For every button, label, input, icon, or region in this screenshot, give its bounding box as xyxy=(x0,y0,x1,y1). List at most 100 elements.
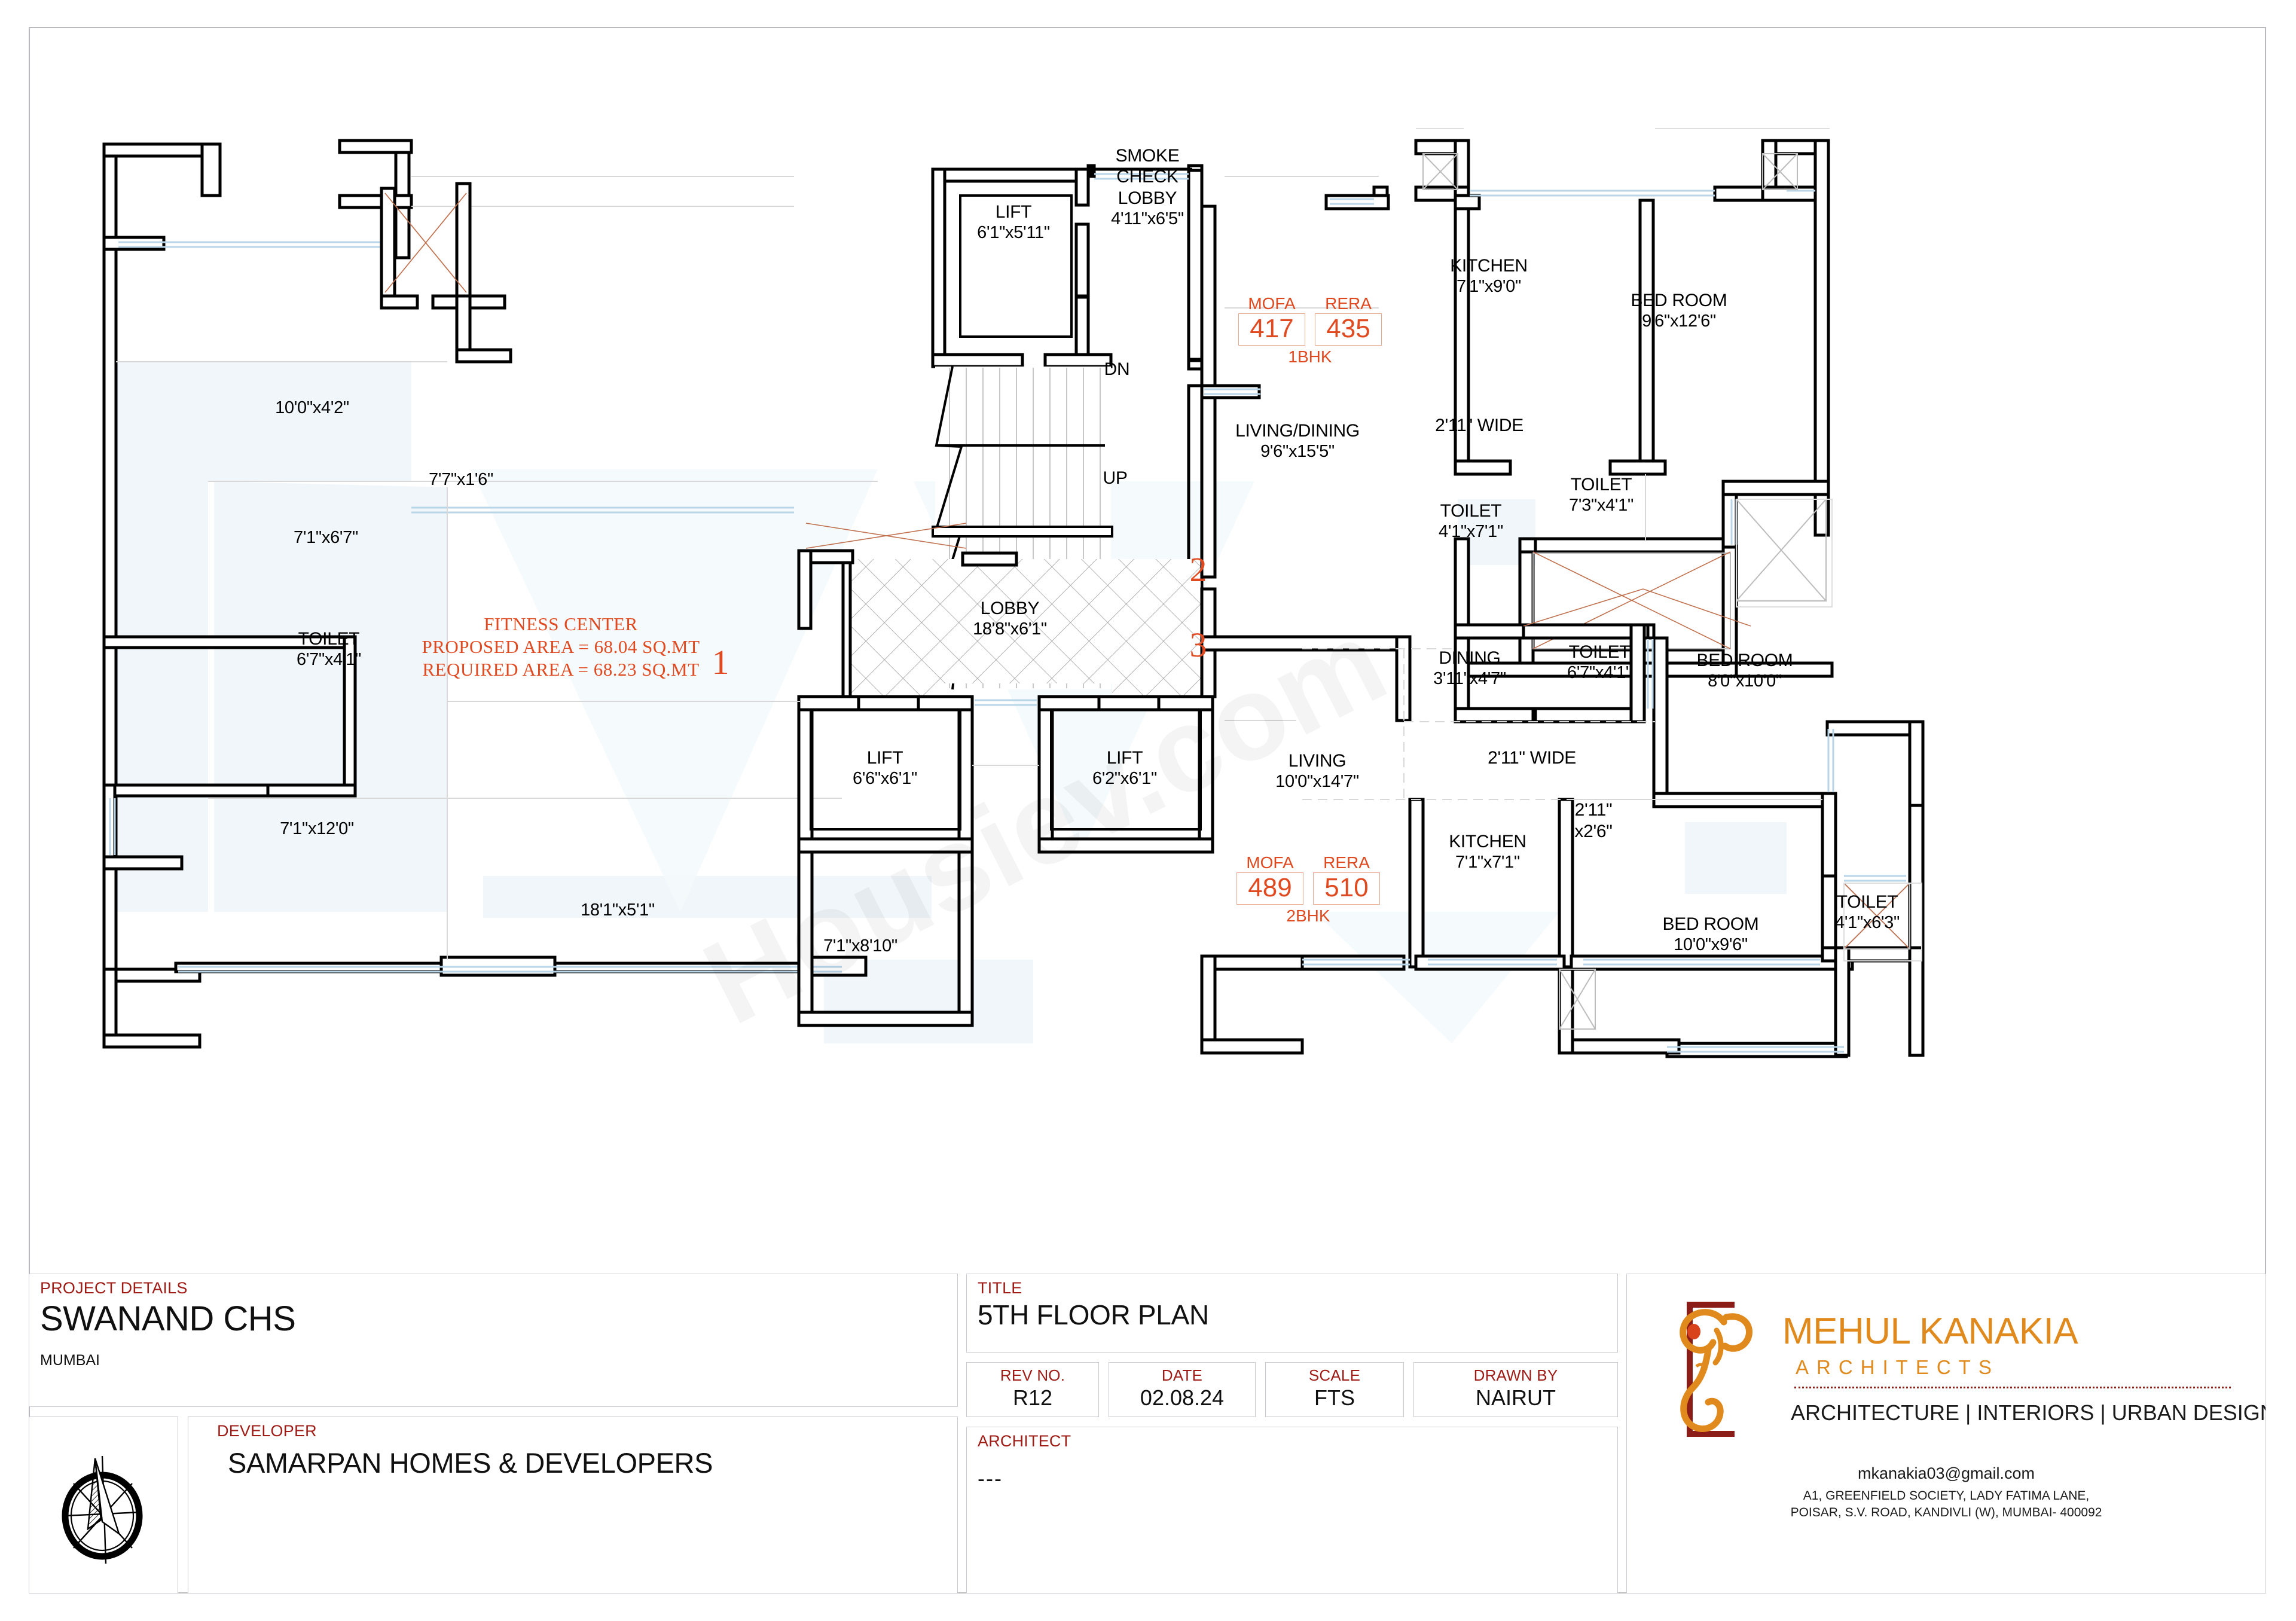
room-name: BED ROOM xyxy=(1631,291,1727,310)
room-name: BED ROOM xyxy=(1662,914,1759,934)
room-label-toilet: TOILET 6'7"x4'1" xyxy=(297,628,361,670)
room-name-line2: CHECK xyxy=(1116,167,1178,187)
note-text: x2'6" xyxy=(1574,822,1613,841)
room-name-line3: LOBBY xyxy=(1118,188,1177,208)
room-label-lift: LIFT 6'2"x6'1" xyxy=(1092,747,1157,789)
scale-box: SCALE FTS xyxy=(1265,1362,1404,1417)
room-dimension: 18'1"x5'1" xyxy=(581,900,655,920)
note-text: 2'11" xyxy=(1574,800,1613,820)
room-label-lift: LIFT 6'1"x5'11" xyxy=(977,202,1050,243)
mofa-cell: MOFA 417 xyxy=(1238,294,1305,346)
drawn-by-caption: DRAWN BY xyxy=(1473,1366,1558,1384)
floor-plan-geometry xyxy=(102,128,1925,1058)
room-label-toilet: TOILET 4'1"x7'1" xyxy=(1439,500,1503,542)
room-name: DINING xyxy=(1439,648,1501,668)
room-name: LIFT xyxy=(866,748,903,768)
room-dimension: 10'0"x4'2" xyxy=(275,398,349,417)
note-text: 2'11" WIDE xyxy=(1435,416,1523,435)
title-block: PROJECT DETAILS SWANAND CHS MUMBAI xyxy=(29,1274,2266,1593)
room-dimension: 7'1"x6'7" xyxy=(294,528,358,547)
architect-box: ARCHITECT --- xyxy=(966,1427,1618,1593)
scale-caption: SCALE xyxy=(1308,1366,1361,1384)
project-name: SWANAND CHS xyxy=(40,1299,296,1338)
room-name: TOILET xyxy=(298,629,360,649)
carpet-area-badge-2bhk: MOFA 489 RERA 510 2BHK xyxy=(1236,853,1380,926)
room-label-dining: DINING 3'11"x4'7" xyxy=(1433,648,1506,689)
revision-box: REV NO. R12 xyxy=(966,1362,1099,1417)
title-block-left-column: PROJECT DETAILS SWANAND CHS MUMBAI xyxy=(29,1274,958,1593)
mofa-cell: MOFA 489 xyxy=(1236,853,1303,905)
room-dimension: 7'1"x7'1" xyxy=(1455,853,1520,872)
drawn-by-box: DRAWN BY NAIRUT xyxy=(1413,1362,1618,1417)
room-label-lift: LIFT 6'6"x6'1" xyxy=(853,747,917,789)
niche-dimension-note: x2'6" xyxy=(1574,821,1613,842)
room-label-kitchen: KITCHEN 7'1"x7'1" xyxy=(1449,831,1526,873)
room-name: LIFT xyxy=(1106,748,1143,768)
room-dimension: 6'1"x5'11" xyxy=(977,223,1050,243)
room-name: TOILET xyxy=(1440,501,1502,521)
room-dimension: 3'11"x4'7" xyxy=(1433,669,1506,689)
rera-value: 510 xyxy=(1313,872,1380,905)
room-dimension: 7'7"x1'6" xyxy=(429,470,493,489)
developer-caption: DEVELOPER xyxy=(217,1422,317,1440)
room-dimension: 4'1"x6'3" xyxy=(1835,913,1900,933)
rera-label: RERA xyxy=(1323,853,1370,872)
plan-marker-3: 3 xyxy=(1189,625,1207,664)
room-label-bedroom: BED ROOM 10'0"x9'6" xyxy=(1663,914,1759,955)
title-block-right-column: MEHUL KANAKIA ARCHITECTS ARCHITECTURE | … xyxy=(1626,1274,2266,1593)
plan-marker-1: 1 xyxy=(712,643,729,682)
room-name: LOBBY xyxy=(980,599,1040,618)
date-caption: DATE xyxy=(1161,1366,1203,1384)
architect-caption: ARCHITECT xyxy=(978,1432,1071,1450)
room-dimension: 7'1"x9'0" xyxy=(1457,277,1521,297)
mofa-value: 417 xyxy=(1238,313,1305,346)
stair-note-dn: DN xyxy=(1104,359,1130,380)
room-dimension: 7'3"x4'1" xyxy=(1569,496,1634,515)
room-dimension: 6'7"x4'1" xyxy=(1567,663,1632,683)
project-details-box: PROJECT DETAILS SWANAND CHS MUMBAI xyxy=(29,1274,958,1407)
room-label: 10'0"x4'2" xyxy=(275,398,349,418)
room-label: 7'1"x6'7" xyxy=(294,527,358,548)
mofa-value: 489 xyxy=(1236,872,1303,905)
room-dimension: 9'6"x15'5" xyxy=(1260,442,1335,462)
room-name-line1: SMOKE xyxy=(1115,146,1180,166)
date-value: 02.08.24 xyxy=(1140,1385,1225,1410)
room-label-toilet: TOILET 4'1"x6'3" xyxy=(1835,892,1900,933)
room-name: TOILET xyxy=(1570,475,1632,494)
room-dimension: 6'2"x6'1" xyxy=(1092,769,1157,789)
room-name: LIVING xyxy=(1288,751,1347,771)
fitness-center-note: FITNESS CENTER PROPOSED AREA = 68.04 SQ.… xyxy=(422,613,700,680)
sheet-title-box: TITLE 5TH FLOOR PLAN xyxy=(966,1274,1618,1353)
architect-logo-box: MEHUL KANAKIA ARCHITECTS ARCHITECTURE | … xyxy=(1626,1274,2266,1593)
project-details-caption: PROJECT DETAILS xyxy=(40,1279,188,1297)
room-label-kitchen: KITCHEN 7'1"x9'0" xyxy=(1450,255,1528,297)
drawn-by-value: NAIRUT xyxy=(1476,1385,1556,1410)
room-dimension: 4'11"x6'5" xyxy=(1111,209,1184,229)
developer-box: DEVELOPER SAMARPAN HOMES & DEVELOPERS xyxy=(188,1417,958,1593)
plan-marker-2: 2 xyxy=(1189,550,1207,589)
fitness-title: FITNESS CENTER xyxy=(484,613,638,634)
architect-address-line2: POISAR, S.V. ROAD, KANDIVLI (W), MUMBAI-… xyxy=(1790,1506,2102,1520)
room-label: 7'1"x8'10" xyxy=(823,936,897,956)
room-dimension: 6'7"x4'1" xyxy=(297,650,361,670)
room-label-lobby: LOBBY 18'8"x6'1" xyxy=(973,598,1047,640)
room-dimension: 10'0"x9'6" xyxy=(1674,935,1748,955)
room-name: LIFT xyxy=(995,202,1032,222)
architect-value: --- xyxy=(978,1466,1003,1491)
sheet-title-value: 5TH FLOOR PLAN xyxy=(978,1299,1209,1330)
room-label: 7'7"x1'6" xyxy=(429,469,493,490)
architect-firm-name: MEHUL KANAKIA xyxy=(1782,1311,2078,1352)
metadata-row: REV NO. R12 DATE 02.08.24 SCALE FTS DRAW… xyxy=(966,1362,1618,1417)
room-label-bedroom: BED ROOM 9'6"x12'6" xyxy=(1631,290,1727,332)
room-name: TOILET xyxy=(1836,892,1898,912)
developer-name: SAMARPAN HOMES & DEVELOPERS xyxy=(228,1447,713,1479)
room-dimension: 18'8"x6'1" xyxy=(973,619,1047,639)
ganesha-logo-icon xyxy=(1659,1295,1779,1444)
architect-address-line1: A1, GREENFIELD SOCIETY, LADY FATIMA LANE… xyxy=(1803,1489,2090,1503)
room-label-toilet: TOILET 7'3"x4'1" xyxy=(1569,474,1634,516)
mofa-label: MOFA xyxy=(1248,294,1296,313)
compass-north-icon xyxy=(62,1455,143,1564)
north-arrow-box xyxy=(29,1417,178,1593)
room-label-bedroom: BED ROOM 8'0"x10'0" xyxy=(1697,650,1793,692)
room-label-smoke-check-lobby: SMOKE CHECK LOBBY 4'11"x6'5" xyxy=(1111,145,1184,229)
